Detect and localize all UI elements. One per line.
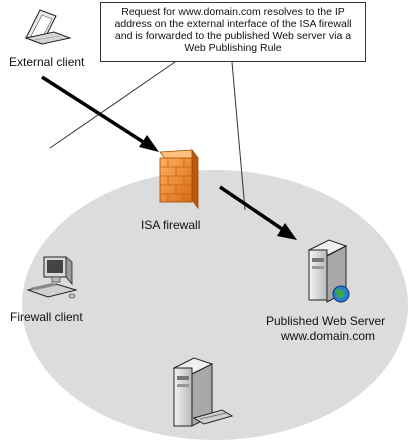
server-icon: [172, 357, 234, 427]
web-server-icon: [307, 239, 350, 303]
firewall-client-label: Firewall client: [10, 310, 83, 324]
callout-leader-line: [231, 61, 246, 211]
arrow-head: [277, 223, 297, 240]
laptop-icon: [24, 9, 72, 45]
web-server-label: Published Web Server: [266, 314, 386, 328]
internal-network-zone: [22, 170, 408, 440]
callout-box: Request for www.domain.com resolves to t…: [100, 2, 366, 62]
arrow-client-to-firewall: [41, 75, 149, 147]
isa-firewall-label: ISA firewall: [141, 218, 201, 232]
brick-firewall-icon: [159, 148, 199, 210]
external-client-label: External client: [9, 55, 85, 69]
arrow-head: [139, 135, 159, 152]
callout-leader-line: [49, 61, 176, 149]
web-server-domain-label: www.domain.com: [281, 329, 376, 343]
arrow-firewall-to-server: [219, 185, 286, 233]
workstation-icon: [26, 256, 78, 299]
